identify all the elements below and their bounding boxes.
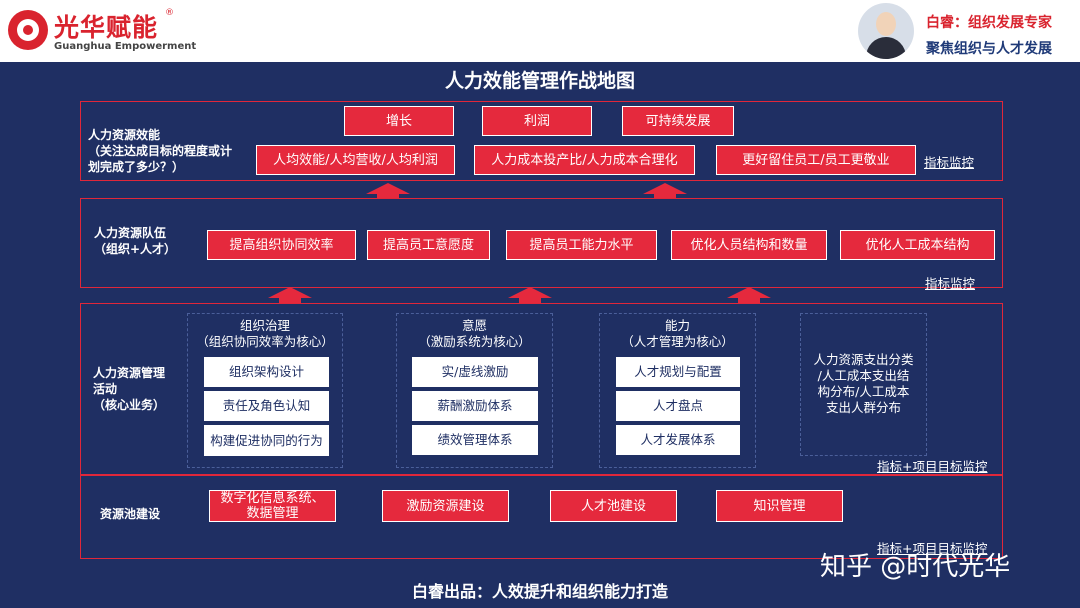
panel-hr-efficiency [80, 101, 1003, 181]
activity-role-cognition: 责任及角色认知 [204, 391, 329, 421]
arrow-up-stem [519, 297, 541, 303]
registered-mark: ® [165, 8, 174, 18]
pool-talent: 人才池建设 [550, 490, 677, 522]
group-capability [599, 313, 756, 468]
team-cost-structure: 优化人工成本结构 [840, 230, 995, 260]
metric-labor-cost: 人力成本投产比/人力成本合理化 [474, 145, 695, 175]
panel-hr-activities [80, 303, 1003, 475]
activity-performance: 绩效管理体系 [412, 425, 538, 455]
row1-label-line2: （关注达成目标的程度或计 [88, 144, 233, 158]
page-title: 人力效能管理作战地图 [444, 70, 635, 92]
group-willingness [396, 313, 553, 468]
team-capability: 提高员工能力水平 [506, 230, 657, 260]
row3-monitor-label: 指标+项目目标监控 [877, 459, 988, 474]
hr-expense-line2: /人工成本支出结 [817, 368, 910, 383]
guanghua-logo-icon [8, 10, 48, 50]
group-capability-title1: 能力 [664, 318, 690, 333]
row3-label-line3: （核心业务） [93, 398, 166, 412]
row2-monitor-label: 指标监控 [925, 276, 976, 291]
arrow-up-icon [366, 183, 410, 194]
team-collaboration: 提高组织协同效率 [207, 230, 356, 260]
metric-per-capita: 人均效能/人均营收/人均利润 [256, 145, 455, 175]
activity-talent-planning: 人才规划与配置 [616, 357, 740, 387]
author-title: 白睿：组织发展专家 [926, 15, 1052, 31]
goal-sustainable: 可持续发展 [622, 106, 734, 136]
avatar-body-shape [866, 37, 906, 59]
arrow-up-icon [727, 287, 771, 298]
arrow-up-stem [654, 193, 676, 198]
hr-expense-text: 人力资源支出分类 /人工成本支出结 构分布/人工成本 支出人群分布 [800, 352, 927, 416]
group-org-governance [187, 313, 343, 468]
brand-english: Guanghua Empowerment [54, 41, 197, 52]
author-avatar [858, 3, 914, 59]
panel-resource-pool [80, 475, 1003, 559]
footer-credit: 白睿出品：人效提升和组织能力打造 [411, 582, 668, 601]
row2-label-line2: （组织+人才） [94, 242, 177, 256]
team-willingness: 提高员工意愿度 [367, 230, 490, 260]
row1-label-line3: 划完成了多少？） [88, 160, 185, 174]
arrow-up-icon [643, 183, 687, 194]
row3-label-line2: 活动 [93, 382, 118, 396]
metric-retention: 更好留住员工/员工更敬业 [716, 145, 916, 175]
activity-collab-behavior: 构建促进协同的行为 [204, 425, 329, 456]
zhihu-watermark: 知乎 @时代光华 [820, 552, 1011, 582]
author-tagline: 聚焦组织与人才发展 [926, 41, 1052, 57]
pool-knowledge: 知识管理 [716, 490, 843, 522]
row1-label: 人力资源效能 （关注达成目标的程度或计 划完成了多少？） [88, 127, 232, 175]
row1-monitor-label: 指标监控 [924, 155, 975, 170]
activity-incentive: 实/虚线激励 [412, 357, 538, 387]
team-structure: 优化人员结构和数量 [671, 230, 827, 260]
arrow-up-stem [738, 297, 760, 303]
activity-org-design: 组织架构设计 [204, 357, 329, 387]
hr-expense-line1: 人力资源支出分类 [813, 352, 914, 367]
group-capability-title2: （人才管理为核心） [621, 334, 734, 349]
group-org-governance-title: 组织治理 （组织协同效率为核心） [187, 318, 343, 350]
goal-profit: 利润 [482, 106, 592, 136]
group-capability-title: 能力 （人才管理为核心） [599, 318, 756, 350]
pool-incentive-resources: 激励资源建设 [382, 490, 509, 522]
hr-expense-line4: 支出人群分布 [825, 400, 901, 415]
row2-label-line1: 人力资源队伍 [94, 226, 167, 240]
activity-talent-development: 人才发展体系 [616, 425, 740, 455]
row3-label: 人力资源管理 活动 （核心业务） [93, 365, 165, 413]
row4-label: 资源池建设 [100, 507, 161, 521]
group-willingness-title1: 意愿 [461, 318, 487, 333]
arrow-up-icon [508, 287, 552, 298]
group-willingness-title2: （激励系统为核心） [418, 334, 531, 349]
goal-growth: 增长 [344, 106, 454, 136]
group-hr-expense [800, 313, 927, 456]
row3-label-line1: 人力资源管理 [93, 366, 166, 380]
arrow-up-stem [279, 297, 301, 303]
brand-name: 光华赋能 [54, 13, 159, 42]
header-bar: 光华赋能 ® Guanghua Empowerment 白睿：组织发展专家 聚焦… [0, 0, 1080, 62]
row2-label: 人力资源队伍 （组织+人才） [94, 225, 176, 257]
arrow-up-icon [268, 287, 312, 298]
activity-compensation: 薪酬激励体系 [412, 391, 538, 421]
arrow-up-stem [377, 193, 399, 198]
pool-digital-system: 数字化信息系统、数据管理 [209, 490, 336, 522]
activity-talent-review: 人才盘点 [616, 391, 740, 421]
hr-expense-line3: 构分布/人工成本 [817, 384, 910, 399]
row1-label-line1: 人力资源效能 [88, 128, 161, 142]
group-org-governance-title2: （组织协同效率为核心） [196, 334, 334, 349]
group-org-governance-title1: 组织治理 [239, 318, 290, 333]
group-willingness-title: 意愿 （激励系统为核心） [396, 318, 553, 350]
row4-monitor-label: 指标+项目目标监控 [877, 541, 988, 556]
avatar-head-shape [876, 12, 896, 36]
